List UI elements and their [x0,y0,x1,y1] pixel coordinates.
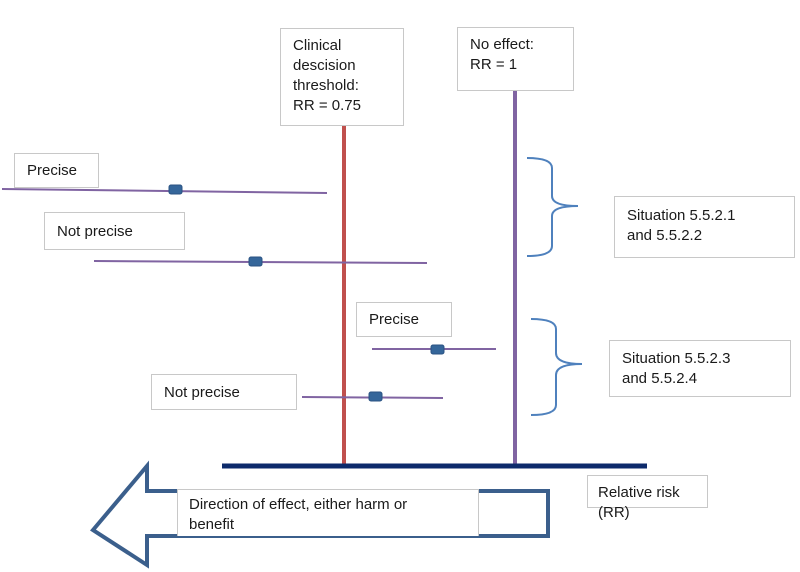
brace-icon-lower [530,318,583,416]
situation-label-2: Situation 5.5.2.3 and 5.5.2.4 [609,340,791,397]
not-precise-interval-2-marker [368,391,383,402]
axis-label-box: Relative risk (RR) [587,475,708,521]
precise-interval-2-marker [430,344,445,355]
precise-label-2: Precise [356,302,452,337]
situation-label-1: Situation 5.5.2.1 and 5.5.2.2 [614,196,795,258]
brace-icon-upper [526,157,579,257]
threshold-label-box: Clinical descision threshold: RR = 0.75 [280,28,404,126]
no-effect-label-box: No effect: RR = 1 [457,27,574,91]
precise-label-1: Precise [14,153,99,188]
not-precise-label-2: Not precise [151,374,297,410]
not-precise-interval-1-marker [248,256,263,267]
precise-interval-1-marker [168,184,183,195]
not-precise-label-1: Not precise [44,212,185,250]
arrow-label-box: Direction of effect, either harm or bene… [177,489,479,536]
precise-interval-1-line [1,188,328,194]
